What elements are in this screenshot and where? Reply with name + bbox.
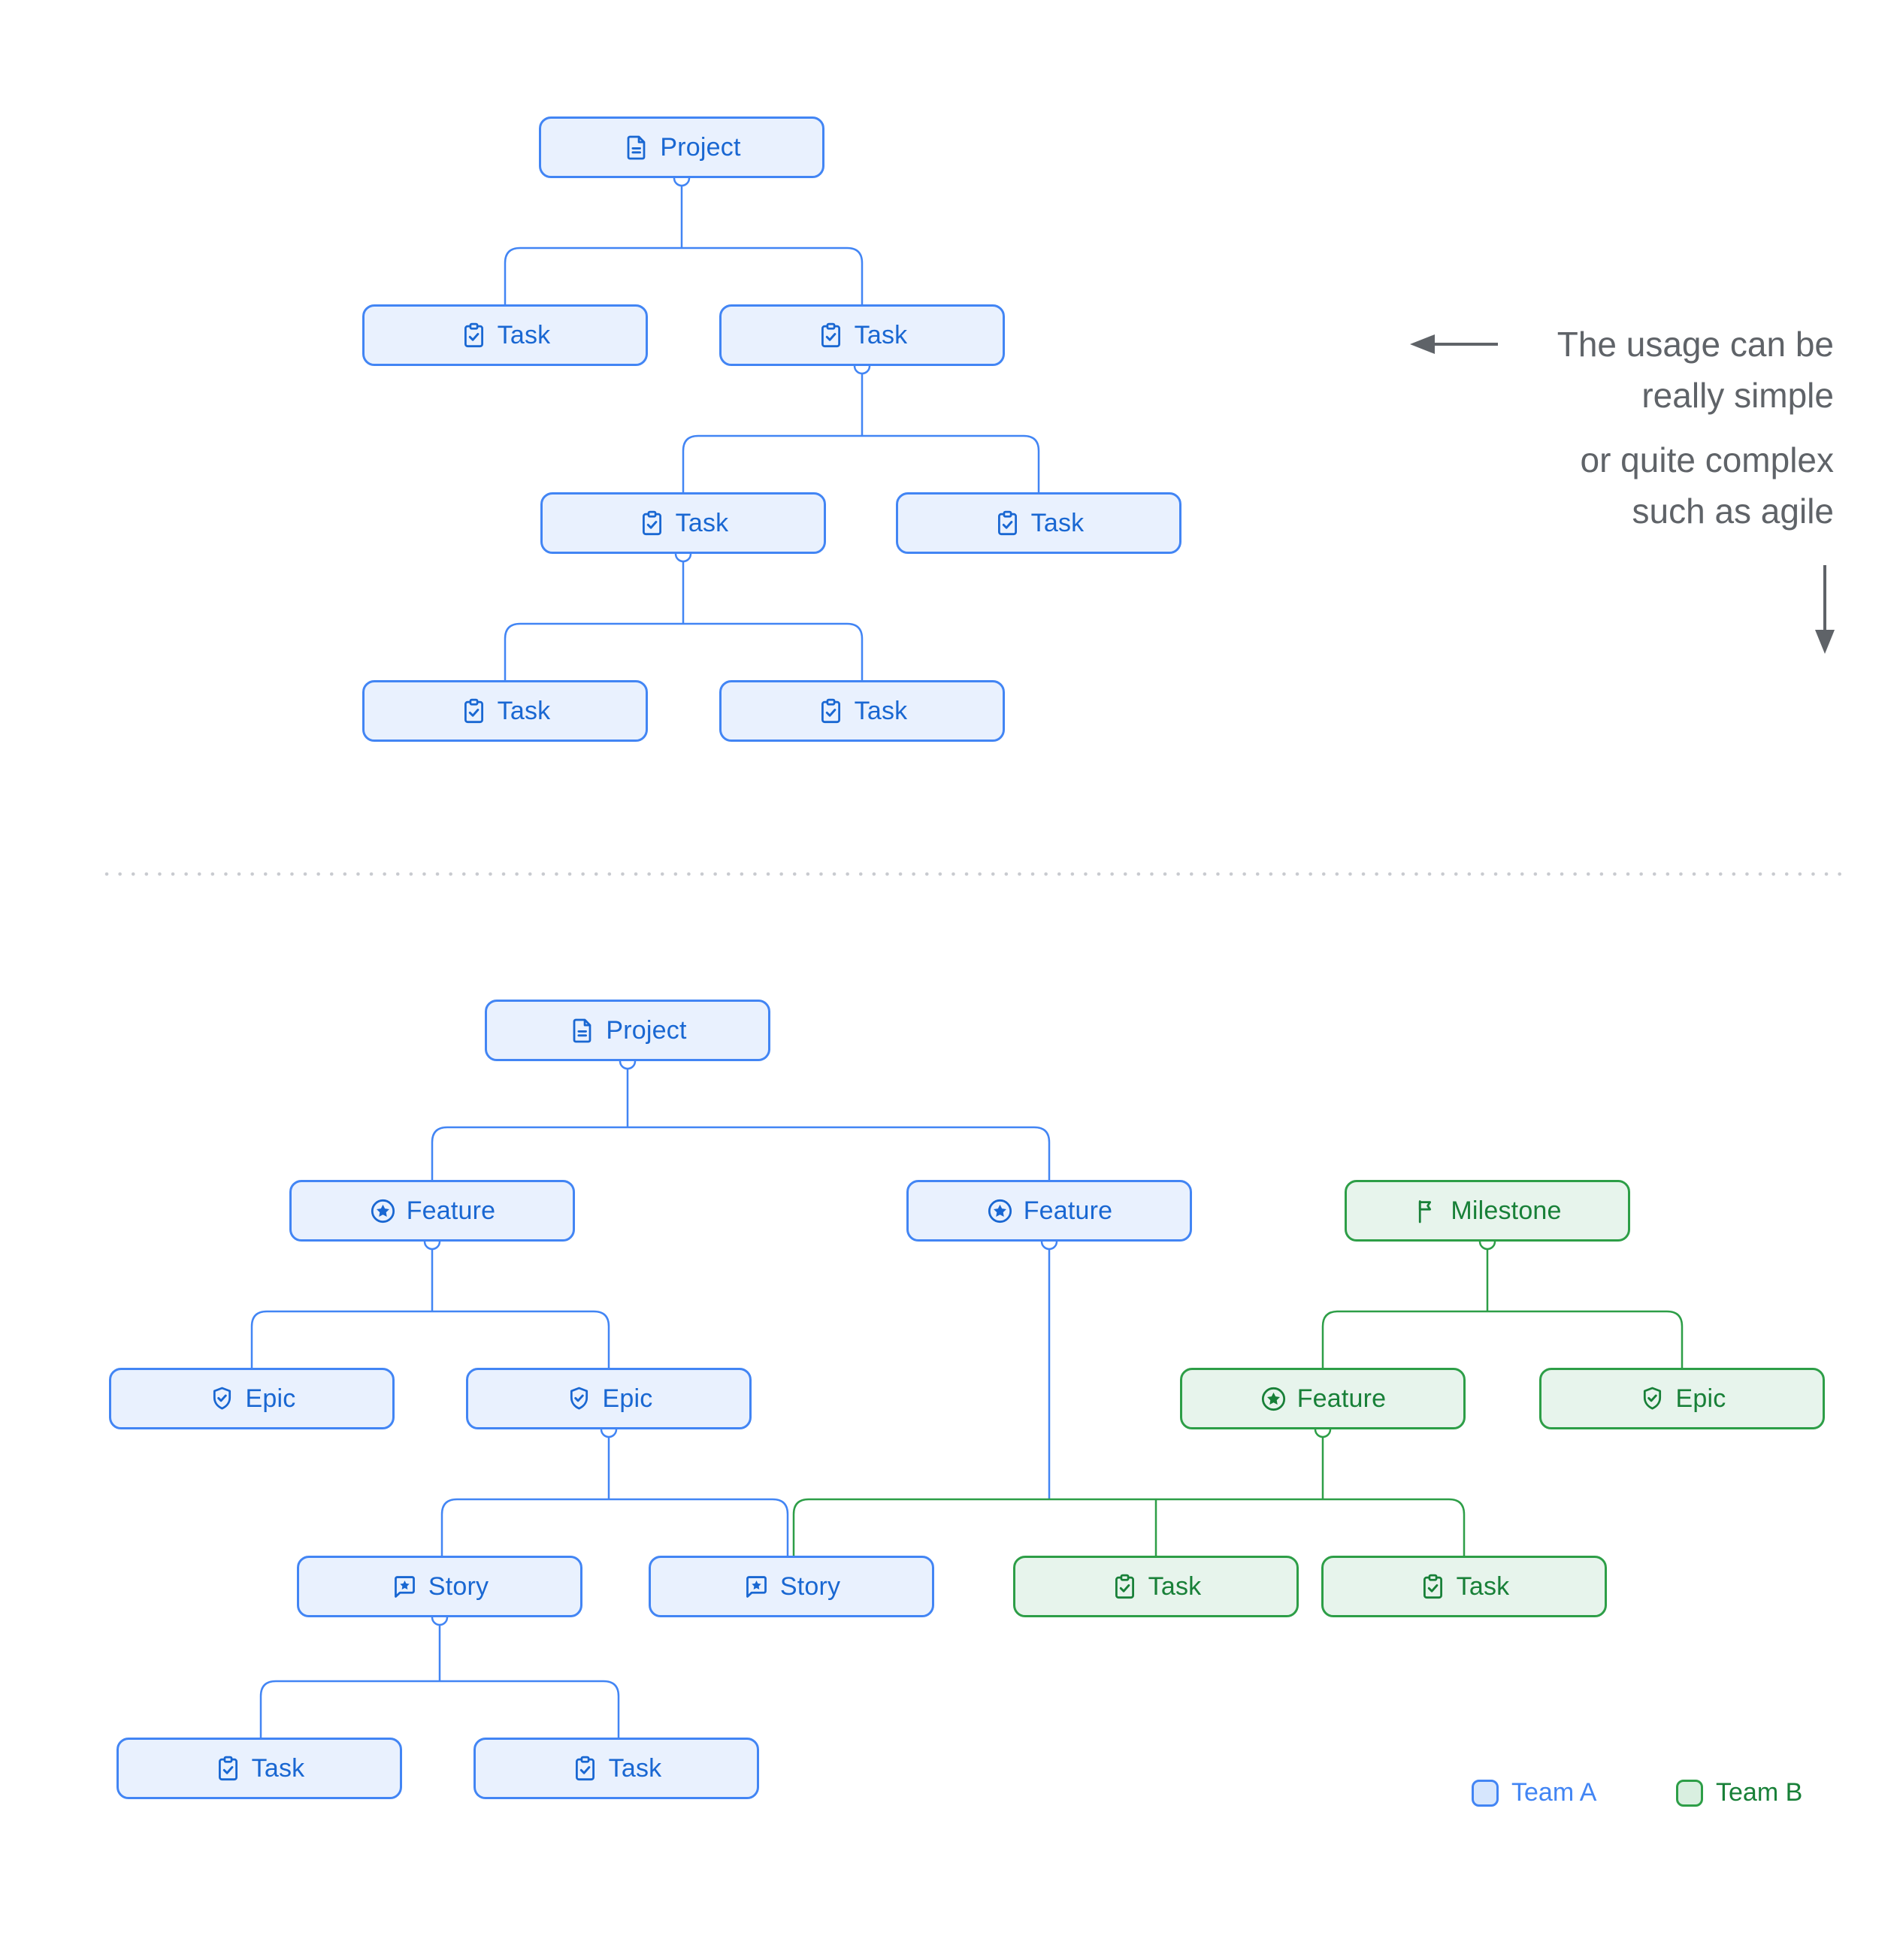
node-ct-milestone: Milestone [1345, 1180, 1630, 1242]
connector-edge [1321, 1310, 1684, 1368]
story-icon [743, 1573, 770, 1601]
node-st-task-3: Task [540, 492, 826, 554]
node-label: Task [675, 508, 729, 537]
feature-icon [369, 1197, 397, 1225]
task-icon [994, 510, 1021, 537]
node-ct-feature-1: Feature [289, 1180, 575, 1242]
node-ct-story-1: Story [297, 1556, 582, 1617]
node-ct-feature-2: Feature [906, 1180, 1192, 1242]
node-ct-feature-3: Feature [1180, 1368, 1466, 1429]
node-label: Feature [1296, 1384, 1387, 1413]
node-st-task-2: Task [719, 304, 1005, 366]
team-a-label: Team A [1511, 1778, 1597, 1807]
node-label: Epic [245, 1384, 296, 1413]
annotation-line: The usage can be [1557, 325, 1834, 364]
annotation: The usage can be really simple or quite … [1557, 319, 1834, 537]
connector-edge [792, 1498, 1466, 1556]
left-arrow-head-icon [1410, 334, 1435, 354]
node-ct-story-2: Story [649, 1556, 934, 1617]
annotation-line: such as agile [1632, 492, 1835, 531]
node-label: Feature [1023, 1196, 1113, 1225]
annotation-line: really simple [1641, 376, 1834, 415]
node-label: Task [497, 696, 551, 725]
feature-icon [986, 1197, 1014, 1225]
epic-icon [565, 1385, 593, 1413]
team-b-swatch [1676, 1779, 1703, 1807]
story-icon [391, 1573, 419, 1601]
node-label: Task [1030, 508, 1085, 537]
node-label: Project [660, 132, 741, 162]
node-st-task-5: Task [362, 680, 648, 742]
epic-icon [1638, 1385, 1666, 1413]
connector-edge [431, 1126, 1051, 1180]
node-label: Project [606, 1015, 687, 1045]
task-icon [1111, 1573, 1139, 1601]
connector-edge [682, 434, 1040, 492]
annotation-line: or quite complex [1580, 440, 1835, 479]
node-ct-epic-2: Epic [466, 1368, 752, 1429]
node-st-project: Project [539, 116, 824, 178]
node-st-task-1: Task [362, 304, 648, 366]
document-icon [622, 134, 650, 162]
task-icon [571, 1755, 599, 1783]
node-label: Task [251, 1753, 305, 1783]
down-arrow-head-icon [1815, 630, 1835, 654]
task-icon [817, 322, 845, 349]
node-label: Feature [406, 1196, 496, 1225]
node-ct-project: Project [485, 1000, 770, 1061]
epic-icon [208, 1385, 236, 1413]
node-label: Task [854, 320, 908, 349]
node-ct-task-2: Task [1321, 1556, 1607, 1617]
node-label: Task [1148, 1571, 1202, 1601]
connector-edge [259, 1680, 620, 1738]
task-icon [460, 697, 488, 725]
task-icon [214, 1755, 242, 1783]
node-label: Epic [602, 1384, 653, 1413]
team-a-swatch [1472, 1779, 1499, 1807]
node-label: Task [497, 320, 551, 349]
task-icon [1419, 1573, 1447, 1601]
task-icon [460, 322, 488, 349]
connector-edge [504, 622, 864, 680]
node-ct-task-1: Task [1013, 1556, 1299, 1617]
task-icon [817, 697, 845, 725]
node-st-task-4: Task [896, 492, 1181, 554]
task-icon [638, 510, 666, 537]
annotation-paragraph-simple: The usage can be really simple [1557, 319, 1834, 421]
legend-team-b: Team B [1676, 1778, 1802, 1807]
node-st-task-6: Task [719, 680, 1005, 742]
node-ct-epic-1: Epic [109, 1368, 395, 1429]
annotation-paragraph-complex: or quite complex such as agile [1557, 434, 1835, 537]
milestone-icon [1413, 1197, 1441, 1225]
legend-team-a: Team A [1472, 1778, 1596, 1807]
node-label: Task [854, 696, 908, 725]
node-label: Milestone [1451, 1196, 1562, 1225]
feature-icon [1260, 1385, 1287, 1413]
connector-edge [440, 1498, 789, 1556]
connector-edge [250, 1310, 610, 1368]
node-label: Story [428, 1571, 489, 1601]
node-ct-epic-3: Epic [1539, 1368, 1825, 1429]
node-label: Story [779, 1571, 841, 1601]
node-ct-task-4: Task [473, 1738, 759, 1799]
connector-edge [504, 247, 864, 304]
team-b-label: Team B [1716, 1778, 1803, 1807]
document-icon [568, 1017, 596, 1045]
node-label: Task [608, 1753, 662, 1783]
node-ct-task-3: Task [116, 1738, 402, 1799]
node-label: Task [1456, 1571, 1510, 1601]
node-label: Epic [1675, 1384, 1726, 1413]
